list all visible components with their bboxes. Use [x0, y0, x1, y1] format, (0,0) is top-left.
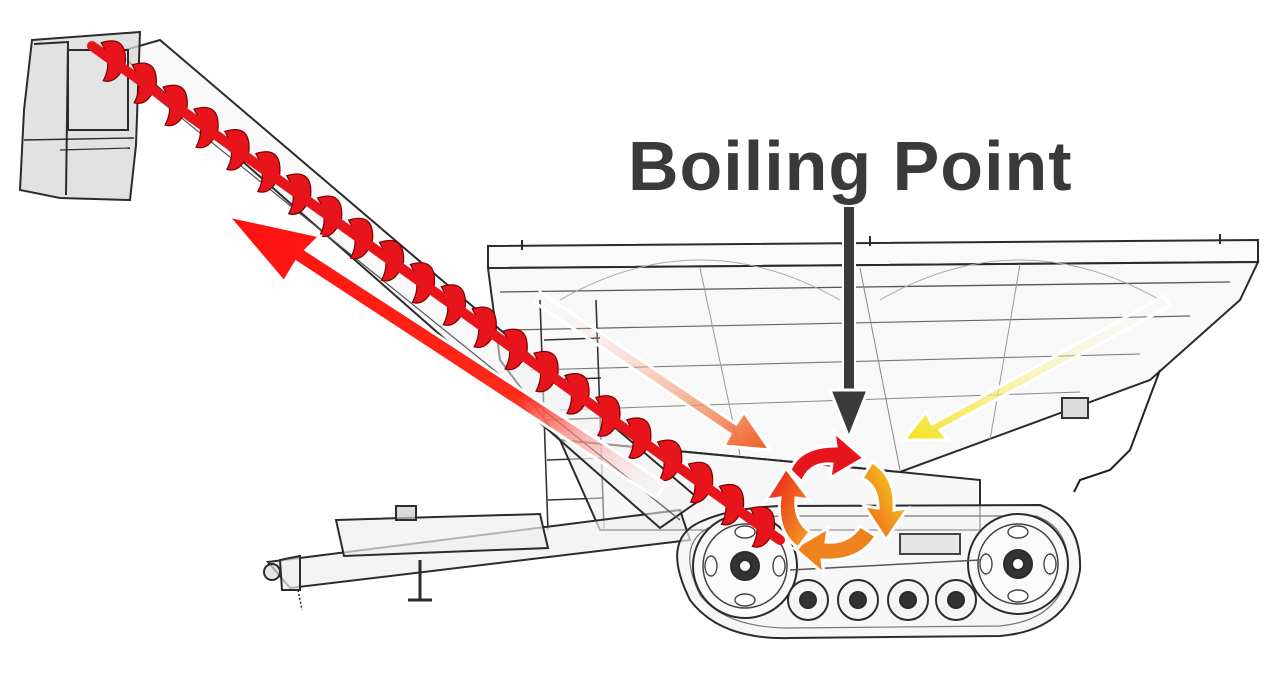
cart-tongue [264, 506, 690, 610]
diagram-title: Boiling Point [628, 127, 1073, 205]
